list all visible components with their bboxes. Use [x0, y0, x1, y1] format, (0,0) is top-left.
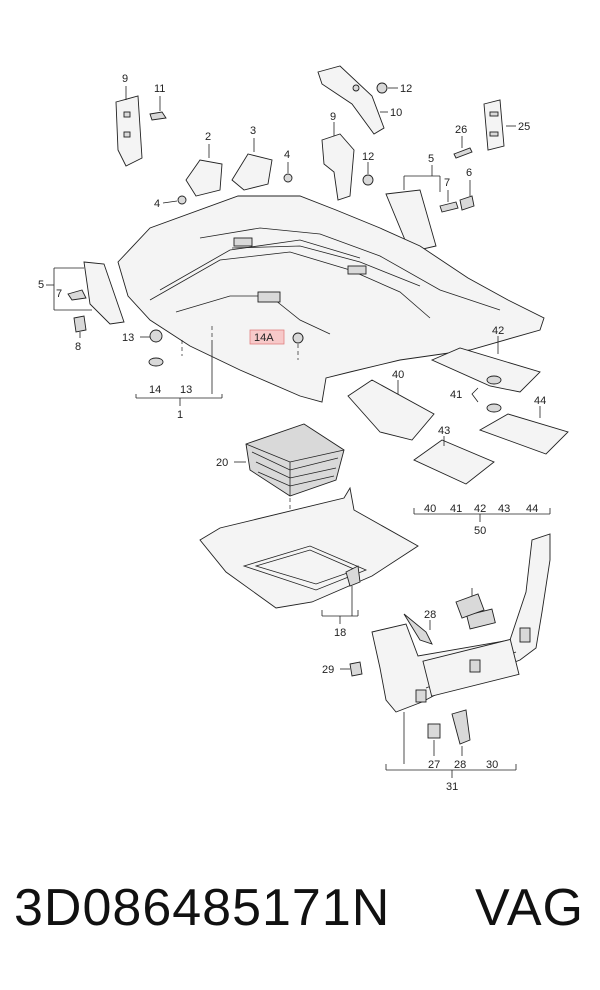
- mat-44: [478, 413, 569, 455]
- storage-basket-20: [245, 423, 345, 497]
- strap-28: [403, 613, 433, 645]
- callout-25: 25: [518, 121, 530, 133]
- bracket-3: [231, 138, 273, 191]
- callout-50: 50: [474, 525, 486, 537]
- callout-18: 18: [334, 627, 346, 639]
- callout-50-43: 43: [498, 503, 510, 515]
- rear-trim-panel-31: [371, 533, 551, 713]
- side-trim-5-left: [83, 261, 125, 325]
- callout-50-42: 42: [474, 503, 486, 515]
- stud-13: [149, 329, 163, 343]
- parts-exploded-diagram: 9 11 2 3 4 4 12 10 9 12 25 26: [38, 65, 569, 793]
- screw-26: [453, 147, 473, 159]
- clip-7-left: [67, 289, 87, 301]
- callout-29: 29: [322, 664, 334, 676]
- strap-28-lower: [451, 709, 471, 745]
- callout-1: 1: [177, 409, 183, 421]
- mat-42: [430, 347, 541, 393]
- callout-5-left: 5: [38, 279, 44, 291]
- callout-41: 41: [450, 389, 462, 401]
- callout-13: 13: [122, 332, 134, 344]
- callout-13-bracket: 13: [180, 384, 192, 396]
- bracket-9-left: [115, 86, 143, 167]
- callout-5-right: 5: [428, 153, 434, 165]
- mat-40: [347, 379, 435, 441]
- bracket-25: [483, 99, 505, 151]
- bolt-11: [149, 96, 167, 121]
- side-trim-5: [385, 189, 437, 253]
- highlight-14a: [249, 329, 285, 345]
- callout-42: 42: [492, 325, 504, 337]
- nut-14a: [292, 332, 304, 344]
- callout-2: 2: [205, 131, 211, 143]
- callout-50-41: 41: [450, 503, 462, 515]
- callout-4-right: 4: [284, 149, 290, 161]
- part-number: 3D086485171N: [14, 879, 391, 937]
- callout-4-left: 4: [154, 198, 160, 210]
- clip-27: [427, 723, 441, 739]
- callout-10: 10: [390, 107, 402, 119]
- callout-31-30: 30: [486, 759, 498, 771]
- clip-4-right: [283, 173, 293, 183]
- callout-40: 40: [392, 369, 404, 381]
- mat-43: [413, 439, 495, 485]
- fastener-41-bottom: [486, 403, 502, 413]
- clip-29: [349, 661, 363, 677]
- callout-9-right: 9: [330, 111, 336, 123]
- callout-14a: 14A: [254, 332, 274, 344]
- callout-26: 26: [455, 124, 467, 136]
- floor-carpet-1: [117, 195, 545, 403]
- callout-43: 43: [438, 425, 450, 437]
- clip-8: [73, 315, 87, 333]
- clip-7-right: [439, 201, 459, 213]
- callout-9: 9: [122, 73, 128, 85]
- brand-name: VAG: [475, 879, 584, 937]
- nut-12-right: [362, 174, 374, 186]
- callout-14: 14: [149, 384, 161, 396]
- callout-7-right: 7: [444, 177, 450, 189]
- callout-31: 31: [446, 781, 458, 793]
- fastener-41-top: [486, 375, 502, 385]
- nut-12-top: [376, 82, 388, 94]
- washer-14: [148, 357, 164, 367]
- callout-31-28: 28: [454, 759, 466, 771]
- callout-44: 44: [534, 395, 546, 407]
- callout-28: 28: [424, 609, 436, 621]
- callout-50-40: 40: [424, 503, 436, 515]
- callout-8: 8: [75, 341, 81, 353]
- callout-3: 3: [250, 125, 256, 137]
- callout-31-27: 27: [428, 759, 440, 771]
- bracket-9-right: [321, 122, 355, 201]
- luggage-floor-18: [199, 486, 419, 609]
- trim-panel-10: [317, 65, 385, 135]
- callout-7-left: 7: [56, 288, 62, 300]
- clip-6: [459, 195, 475, 211]
- callout-20: 20: [216, 457, 228, 469]
- handle-30: [455, 593, 485, 619]
- callout-11: 11: [154, 83, 165, 95]
- callout-12-top: 12: [400, 83, 412, 95]
- callout-12-right: 12: [362, 151, 374, 163]
- callout-50-44: 44: [526, 503, 538, 515]
- clip-4-left: [177, 195, 187, 205]
- bracket-2: [185, 144, 223, 197]
- callout-6: 6: [466, 167, 472, 179]
